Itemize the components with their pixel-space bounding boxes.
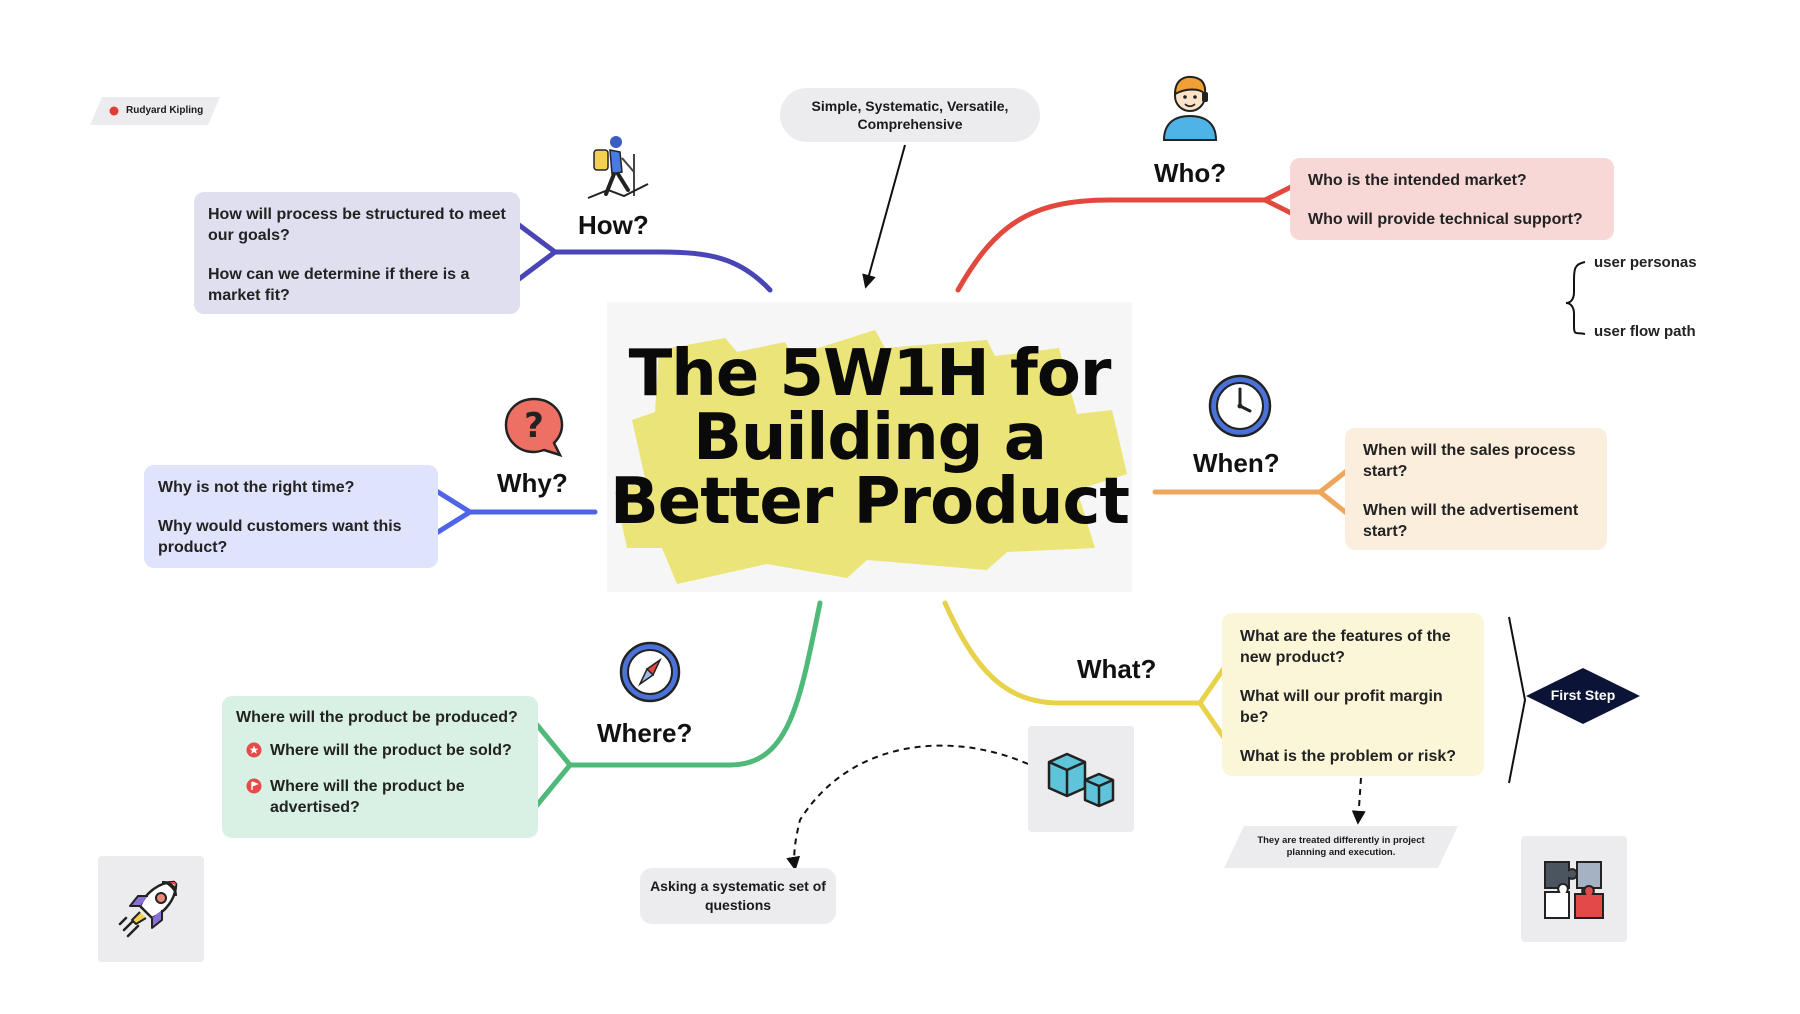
cubes-icon: [1047, 752, 1115, 808]
what-question-box: What are the features of the new product…: [1222, 613, 1484, 776]
why-label: Why?: [497, 468, 568, 498]
who-question-2: Who will provide technical support?: [1308, 211, 1583, 228]
who-label: Who?: [1154, 158, 1227, 188]
where-label: Where?: [597, 718, 693, 748]
question-bubble-icon: ?: [504, 397, 564, 458]
what-label: What?: [1077, 654, 1157, 684]
callout-bottom-line-1: Asking a systematic set of: [650, 878, 826, 894]
how-question-2: How can we determine if there is a marke…: [208, 266, 470, 304]
cubes-icon-box: [1028, 726, 1134, 832]
what-dashed-arrow: [1351, 777, 1366, 825]
rocket-icon: [118, 880, 178, 938]
title-line-2: Building a: [693, 401, 1047, 475]
title-line-3: Better Product: [610, 465, 1130, 539]
what-note: They are treated differently in project …: [1224, 826, 1458, 868]
what-note-line-1: They are treated differently in project: [1257, 835, 1425, 846]
how-branch-line: [552, 249, 773, 293]
what-question-1: What are the features of the new product…: [1240, 628, 1451, 666]
who-question-box: Who is the intended market? Who will pro…: [1290, 158, 1614, 240]
first-step-diamond: [1526, 668, 1640, 724]
where-question-2: Where will the product be sold?: [270, 742, 512, 759]
central-title-card: The 5W1H for Building a Better Product: [607, 302, 1132, 592]
when-label: When?: [1193, 448, 1280, 478]
title-highlight-shape: [615, 330, 1127, 584]
who-note-personas: user personas: [1594, 254, 1697, 271]
what-branch-line: [942, 600, 1203, 706]
how-fork: [512, 219, 558, 285]
callout-top: Simple, Systematic, Versatile, Comprehen…: [780, 88, 1040, 142]
cubes-dashed-arrow: [786, 744, 1029, 871]
who-note-flow-path: user flow path: [1594, 323, 1696, 340]
star-badge-icon: [246, 742, 262, 758]
what-question-3: What is the problem or risk?: [1240, 748, 1457, 765]
where-question-box: Where will the product be produced? Wher…: [222, 696, 538, 838]
title-line-1: The 5W1H for: [628, 337, 1112, 411]
hiker-icon: [587, 136, 649, 199]
callout-bottom-line-2: questions: [704, 897, 772, 913]
rocket-icon-box: [98, 856, 204, 962]
clock-icon: [1208, 374, 1272, 438]
what-bracket: [1508, 616, 1527, 784]
who-question-1: Who is the intended market?: [1308, 172, 1527, 189]
svg-text:?: ?: [524, 406, 544, 446]
what-note-text: They are treated differently in project …: [1224, 835, 1458, 859]
when-question-2: When will the advertisement start?: [1363, 502, 1579, 540]
first-step-node[interactable]: First Step: [1526, 668, 1640, 724]
callout-top-line-2: Comprehensive: [857, 116, 963, 132]
why-question-1: Why is not the right time?: [158, 479, 355, 496]
what-note-line-2: planning and execution.: [1286, 847, 1396, 858]
why-question-box: Why is not the right time? Why would cus…: [144, 465, 438, 568]
author-tag-text: Rudyard Kipling: [126, 105, 204, 116]
why-question-2: Why would customers want this product?: [158, 518, 402, 556]
how-question-1: How will process be structured to meet o…: [208, 206, 506, 244]
flag-badge-icon: [246, 778, 262, 794]
how-question-box: How will process be structured to meet o…: [194, 192, 520, 314]
what-note-bg: [1224, 826, 1458, 868]
who-notes-brace: [1565, 261, 1586, 335]
author-tag: Rudyard Kipling: [90, 97, 220, 125]
where-fork: [530, 717, 573, 813]
callout-top-line-1: Simple, Systematic, Versatile,: [811, 98, 1009, 114]
when-question-1: When will the sales process start?: [1363, 442, 1576, 480]
puzzle-icon: [1544, 861, 1604, 919]
where-question-1: Where will the product be produced?: [236, 709, 518, 726]
first-step-text: First Step: [1550, 687, 1616, 703]
callout-arrow: [862, 144, 906, 289]
when-question-box: When will the sales process start? When …: [1345, 428, 1607, 550]
compass-icon: [619, 641, 681, 703]
who-branch-line: [955, 197, 1268, 293]
callout-bottom: Asking a systematic set of questions: [640, 868, 836, 924]
where-question-3: Where will the product be advertised?: [270, 778, 465, 816]
what-question-2: What will our profit margin be?: [1240, 688, 1443, 726]
support-agent-icon: [1162, 75, 1218, 141]
author-tag-bg: [90, 97, 220, 125]
how-label: How?: [578, 210, 649, 240]
puzzle-icon-box: [1521, 836, 1627, 942]
